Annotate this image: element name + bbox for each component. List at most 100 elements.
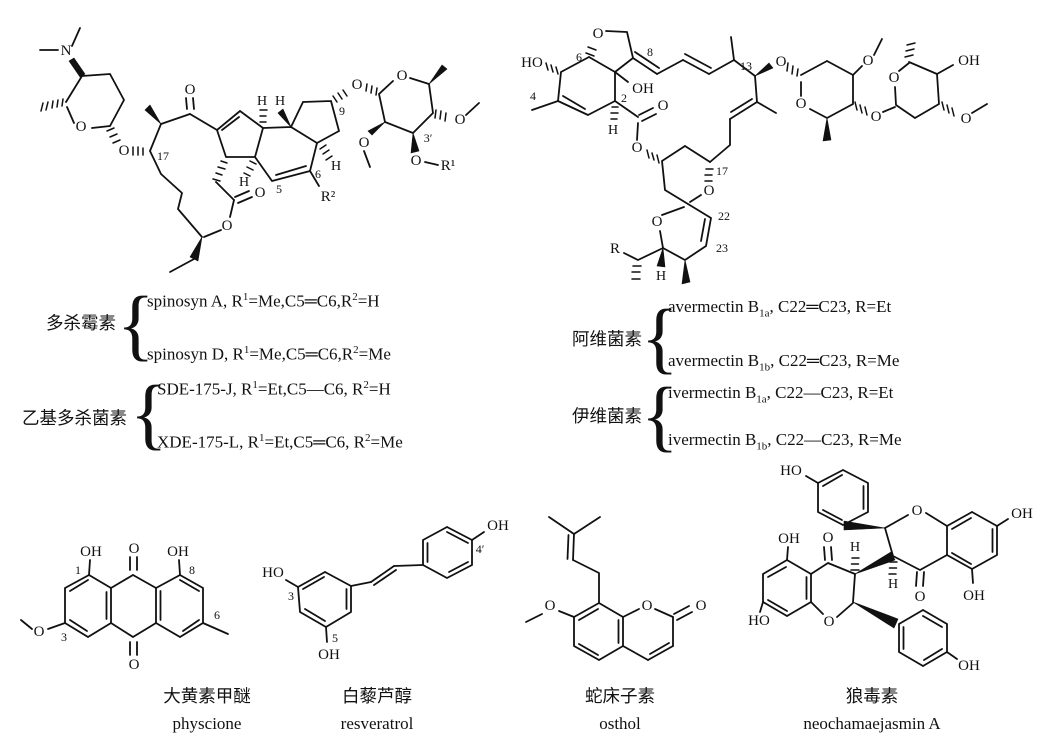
atom-label: O xyxy=(696,598,707,614)
atom-label: O xyxy=(411,153,422,169)
atom-label: O xyxy=(352,77,363,93)
atom-label: H xyxy=(888,577,898,592)
atom-label: 6 xyxy=(214,608,220,622)
caption-cn: 狼毒素 xyxy=(845,686,899,706)
atom-label: R² xyxy=(321,189,336,205)
atom-label: 3 xyxy=(61,630,67,644)
atom-label: O xyxy=(642,598,653,614)
atom-label: 3′ xyxy=(424,131,433,145)
atom-label: 9 xyxy=(339,104,345,118)
atom-label: OH xyxy=(778,531,800,547)
atom-label: OH xyxy=(632,81,654,97)
atom-label: O xyxy=(776,54,787,70)
atom-label: O xyxy=(863,53,874,69)
atom-label: O xyxy=(912,503,923,519)
atom-label: O xyxy=(119,143,130,159)
atom-label: O xyxy=(632,140,643,156)
atom-label: O xyxy=(915,589,926,605)
atom-label: HO xyxy=(262,565,284,581)
brace-spinetoram: { xyxy=(130,368,168,458)
atom-label: 8 xyxy=(189,563,195,577)
atom-label: 22 xyxy=(718,209,730,223)
atom-label: 4 xyxy=(530,89,536,103)
variant-line: XDE-175-L, R1=Et,C5═C6, R2=Me xyxy=(157,432,403,452)
atom-label: O xyxy=(658,98,669,114)
variant-line: ivermectin B1b, C22—C23, R=Me xyxy=(668,430,902,453)
caption-en: physcione xyxy=(172,714,242,733)
atom-label: HO xyxy=(780,463,802,479)
caption-cn: 蛇床子素 xyxy=(585,686,655,706)
caption-cn: 大黄素甲醚 xyxy=(163,686,251,706)
atom-label: O xyxy=(796,96,807,112)
caption-physcione: 大黄素甲醚 physcione xyxy=(107,683,307,734)
caption-osthol: 蛇床子素 osthol xyxy=(520,683,720,734)
brace-avermectin: { xyxy=(641,292,679,382)
atom-label: 17 xyxy=(157,149,169,163)
atom-label: O xyxy=(129,657,140,673)
atom-label: 4′ xyxy=(476,542,485,556)
caption-en: osthol xyxy=(599,714,641,733)
atom-label: OH xyxy=(487,518,509,534)
atom-label: H xyxy=(257,94,267,109)
brace-spinosad: { xyxy=(117,279,155,369)
caption-en: resveratrol xyxy=(340,714,414,733)
caption-en: neochamaejasmin A xyxy=(803,714,941,733)
atom-label: H xyxy=(850,540,860,555)
neochamaejasmin-bonds xyxy=(759,469,1009,667)
atom-label: O xyxy=(129,541,140,557)
atom-label: OH xyxy=(958,53,980,69)
atom-label: H xyxy=(239,175,249,190)
atom-label: OH xyxy=(80,544,102,560)
atom-label: O xyxy=(397,68,408,84)
atom-label: OH xyxy=(167,544,189,560)
group-label-ivermectin: 伊维菌素 xyxy=(572,406,642,426)
atom-label: O xyxy=(961,111,972,127)
atom-label: OH xyxy=(318,647,340,663)
brace-ivermectin: { xyxy=(641,370,679,460)
atom-label: H xyxy=(331,159,341,174)
variant-line: avermectin B1a, C22═C23, R=Et xyxy=(668,297,892,320)
caption-cn: 白藜芦醇 xyxy=(342,686,412,706)
atom-label: 2 xyxy=(621,91,627,105)
atom-label: 5 xyxy=(276,182,282,196)
atom-label: H xyxy=(275,94,285,109)
atom-label: 1 xyxy=(75,563,81,577)
atom-label: O xyxy=(455,112,466,128)
atom-label: O xyxy=(34,624,45,640)
atom-label: 13 xyxy=(740,59,752,73)
atom-label: O xyxy=(545,598,556,614)
atom-label: N xyxy=(61,43,72,59)
atom-label: O xyxy=(871,109,882,125)
group-label-avermectin: 阿维菌素 xyxy=(572,329,642,349)
spinosyn-bonds xyxy=(39,27,480,273)
atom-label: O xyxy=(222,218,233,234)
atom-label: OH xyxy=(958,658,980,674)
atom-label: OH xyxy=(963,588,985,604)
atom-label: O xyxy=(76,119,87,135)
atom-label: H xyxy=(656,269,666,284)
atom-label: HO xyxy=(521,55,543,71)
atom-label: R xyxy=(610,241,620,257)
atom-label: 6 xyxy=(576,50,582,64)
atom-label: O xyxy=(704,183,715,199)
atom-label: O xyxy=(185,82,196,98)
variant-line: avermectin B1b, C22═C23, R=Me xyxy=(668,351,900,374)
variant-line: ivermectin B1a, C22—C23, R=Et xyxy=(668,383,894,406)
resveratrol-bonds xyxy=(285,526,485,643)
physcione-bonds xyxy=(20,556,229,656)
atom-label: 17 xyxy=(716,164,728,178)
atom-label: O xyxy=(359,135,370,151)
atom-label: 23 xyxy=(716,241,728,255)
atom-label: O xyxy=(889,70,900,86)
atom-label: 8 xyxy=(647,45,653,59)
atom-label: R¹ xyxy=(441,158,456,174)
variant-line: spinosyn D, R1=Me,C5═C6,R2=Me xyxy=(147,344,391,364)
